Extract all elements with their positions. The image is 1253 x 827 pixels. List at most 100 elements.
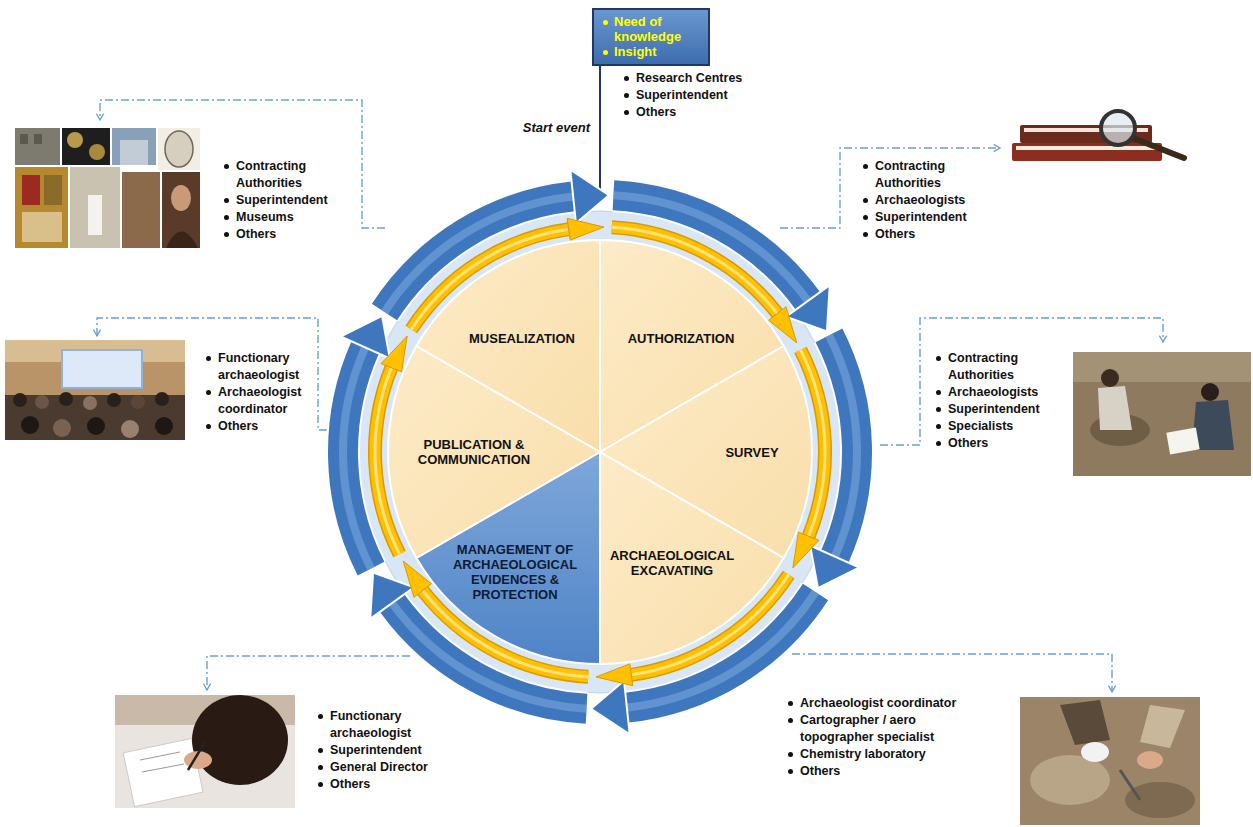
paper-line [142, 764, 184, 772]
sector-shape [414, 238, 602, 454]
bullet-dot [788, 752, 793, 757]
leader-line [792, 654, 1112, 692]
role-label: Superintendent [330, 742, 440, 759]
list-item: Superintendent [330, 742, 440, 759]
photo-detail [120, 140, 148, 165]
box-item: Insight [600, 44, 702, 59]
book-pages [1016, 146, 1156, 150]
head [131, 395, 145, 409]
role-label: Others [330, 776, 440, 793]
list-item: Others [800, 763, 985, 780]
role-list: Archaeologist coordinatorCartographer / … [800, 695, 985, 780]
list-item: Contracting Authorities [948, 350, 1058, 384]
list-item: Superintendent [948, 401, 1058, 418]
box-text: Need of knowledge [614, 14, 702, 44]
role-label: Chemistry laboratory [800, 746, 985, 763]
list-item: Others [636, 104, 766, 121]
signing-photo [115, 695, 295, 808]
bullet-dot [936, 407, 941, 412]
head [107, 393, 121, 407]
soil [1125, 782, 1195, 818]
list-item: Contracting Authorities [236, 158, 346, 192]
bullet-dot [788, 701, 793, 706]
list-item: Superintendent [636, 87, 766, 104]
bullet-dot [936, 424, 941, 429]
sector-label: MUSEALIZATION [457, 331, 587, 346]
role-list: Functionary archaeologistSuperintendentG… [330, 708, 440, 793]
photo-tile [15, 128, 60, 165]
photo-tile [162, 172, 200, 248]
sector-label: SURVEY [707, 445, 797, 460]
head [59, 392, 73, 406]
role-label: Superintendent [875, 209, 985, 226]
trench-wall [1073, 352, 1251, 382]
sector-label: AUTHORIZATION [616, 331, 746, 346]
head [53, 419, 71, 437]
bullet-dot [936, 356, 941, 361]
role-list: Contracting AuthoritiesArchaeologistsSup… [948, 350, 1058, 452]
photo-ground [1073, 352, 1251, 476]
role-label: Functionary archaeologist [330, 708, 440, 742]
pie-sector: ARCHAEOLOGICAL EXCAVATING [598, 450, 786, 666]
role-label: Functionary archaeologist [218, 350, 313, 384]
glove [1081, 742, 1109, 762]
bullet-dot [936, 441, 941, 446]
book [1012, 143, 1162, 161]
portrait-body [166, 232, 198, 249]
bullet-dot [206, 356, 211, 361]
role-label: Museums [236, 209, 346, 226]
photo-tile [70, 167, 120, 248]
photo-tile [62, 128, 110, 165]
list-item: Research Centres [636, 70, 766, 87]
list-item: Functionary archaeologist [218, 350, 313, 384]
list-item: Others [948, 435, 1058, 452]
note: Start event [440, 119, 590, 136]
screen [62, 350, 142, 388]
role-label: Others [236, 226, 346, 243]
hand [1137, 751, 1163, 769]
role-label: Specialists [948, 418, 1058, 435]
list-item: General Director [330, 759, 440, 776]
bullet-dot [224, 232, 229, 237]
soil [1030, 755, 1110, 805]
bullet-dot [624, 110, 629, 115]
list-item: Superintendent [875, 209, 985, 226]
arrow-head [793, 532, 819, 568]
box-text: Insight [614, 44, 702, 59]
paper-line [140, 752, 180, 760]
coin [89, 144, 105, 160]
sector-label: ARCHAEOLOGICAL EXCAVATING [605, 548, 740, 578]
role-list: Contracting AuthoritiesArchaeologistsSup… [875, 158, 985, 243]
list-item: Archaeologists [948, 384, 1058, 401]
head [13, 393, 27, 407]
role-label: Others [800, 763, 985, 780]
portrait-face [171, 185, 191, 211]
books-magnifier [1012, 111, 1184, 161]
note-group: Start event [440, 119, 590, 136]
list-item: Others [875, 226, 985, 243]
arrow-head [567, 218, 604, 240]
event-label: Start event [440, 119, 590, 136]
bullet-dot [603, 20, 608, 25]
pie-sector: MUSEALIZATION [414, 238, 602, 454]
photo-tile [122, 172, 160, 248]
drawing-sheet [1166, 428, 1199, 455]
head [35, 395, 49, 409]
bullet-dot [863, 164, 868, 169]
coin [67, 132, 83, 148]
role-label: Archaeologists [875, 192, 985, 209]
bullet-dot [863, 215, 868, 220]
box-item: Need of knowledge [600, 14, 702, 44]
list-item: Cartographer / aero topographer speciali… [800, 712, 985, 746]
bullet-dot [206, 424, 211, 429]
role-label: Contracting Authorities [236, 158, 346, 192]
bullet-dot [224, 198, 229, 203]
bullet-dot [603, 50, 608, 55]
trowel [1120, 770, 1140, 800]
list-item: Contracting Authorities [875, 158, 985, 192]
arm [1140, 705, 1185, 748]
arrow-head [596, 664, 633, 686]
role-label: Archaeologists [948, 384, 1058, 401]
bullet-dot [224, 164, 229, 169]
list-item: Archaeologist coordinator [218, 384, 313, 418]
